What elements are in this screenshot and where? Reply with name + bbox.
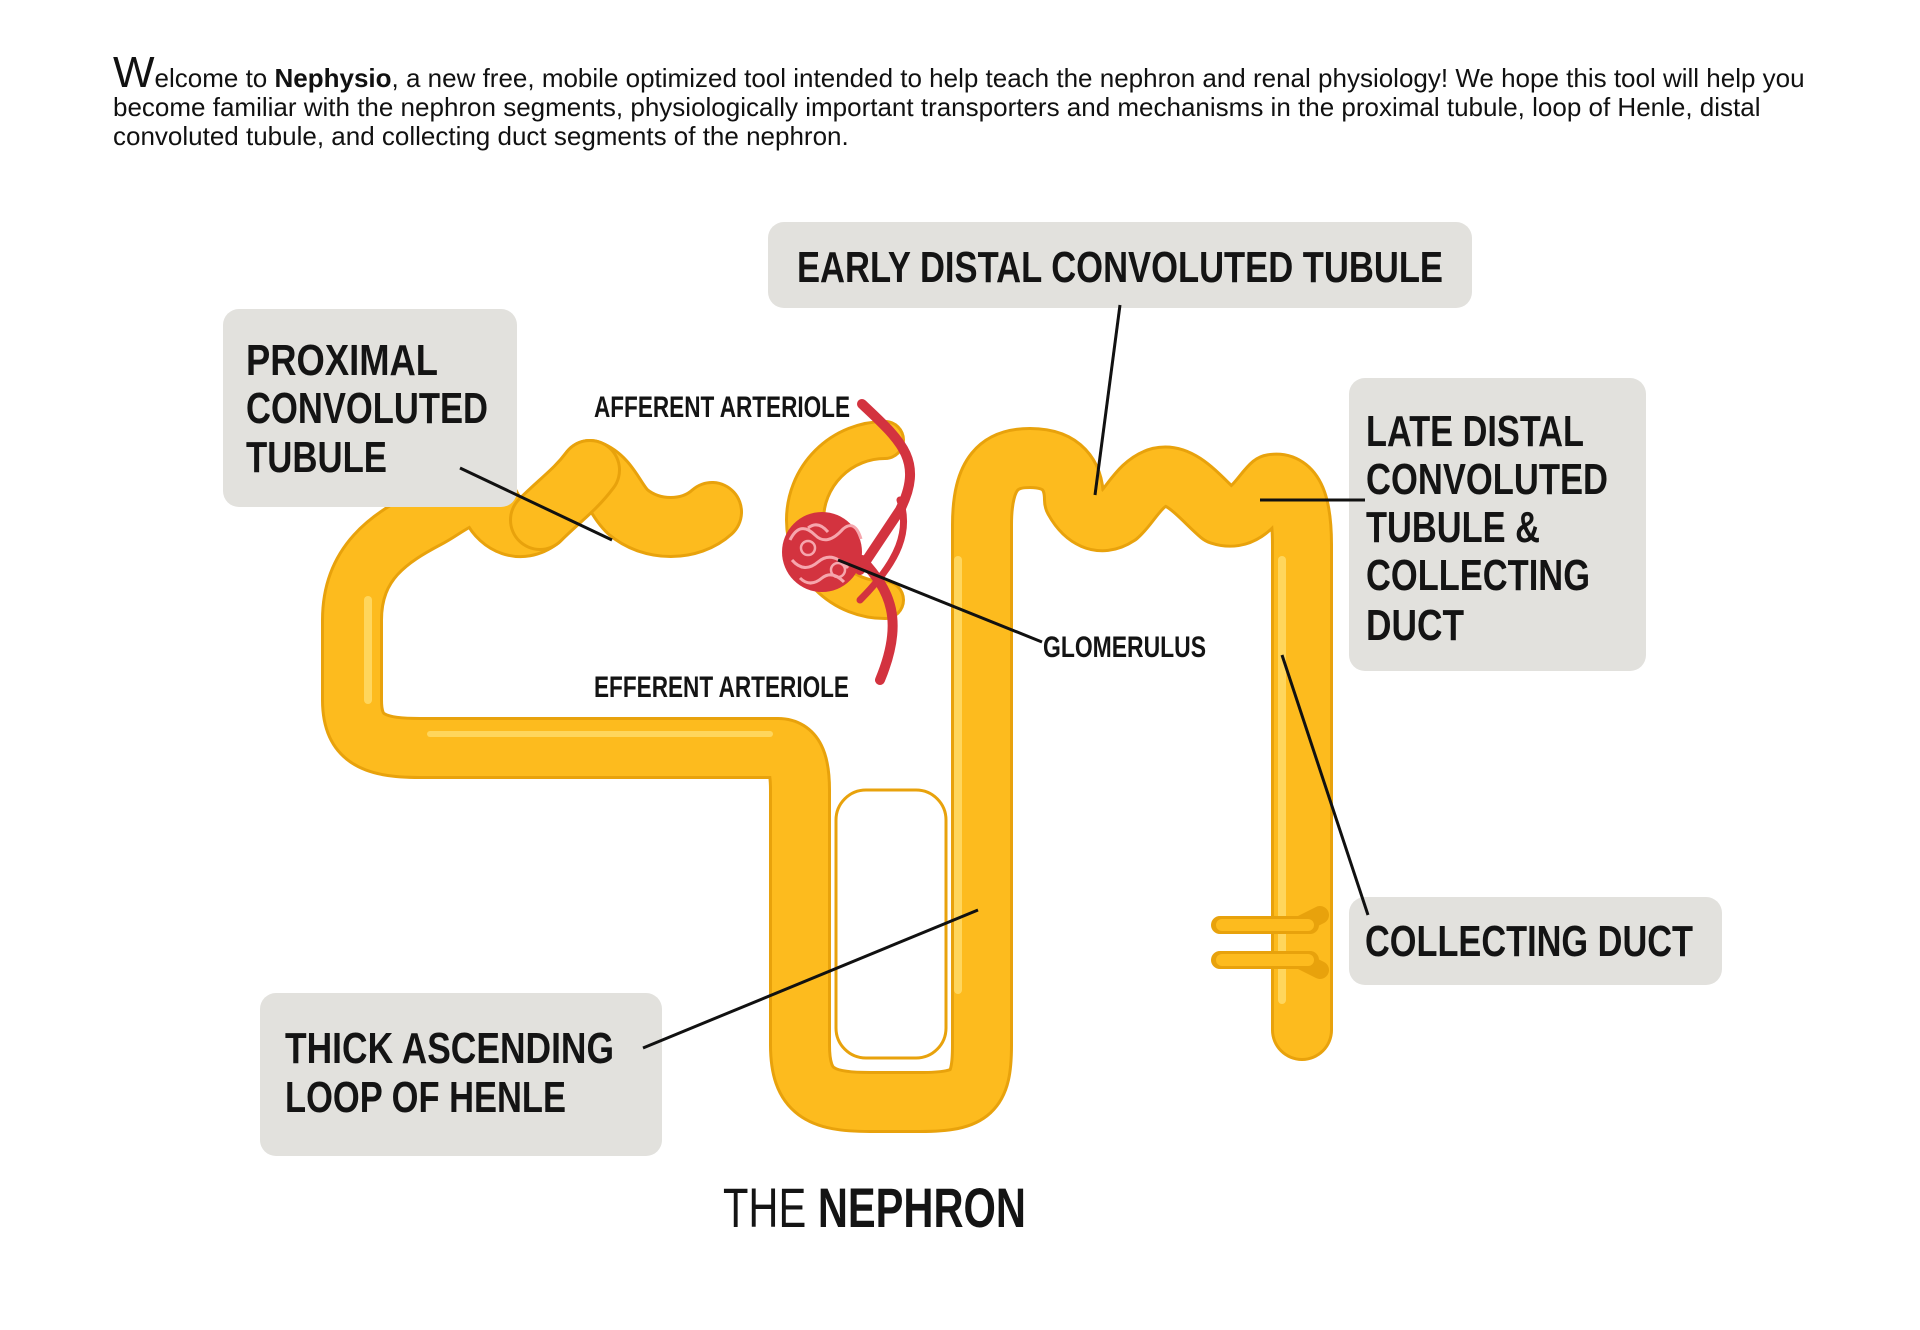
diagram-title-bold: NEPHRON <box>818 1176 1026 1239</box>
collecting-duct-label: COLLECTING DUCT <box>1365 917 1693 966</box>
pct-label-line-1: PROXIMAL <box>246 336 438 385</box>
pct-label-box <box>223 309 517 507</box>
intro-brand-name: Nephysio <box>274 63 392 93</box>
intro-lead-letter: W <box>113 48 155 97</box>
arterioles <box>855 399 915 685</box>
late-dct-label-line-4: COLLECTING <box>1366 551 1590 600</box>
intro-lead-rest: elcome to <box>154 63 275 93</box>
efferent-arteriole-label: EFFERENT ARTERIOLE <box>594 671 849 704</box>
early-dct-label: EARLY DISTAL CONVOLUTED TUBULE <box>797 243 1443 292</box>
late-dct-label-line-5: DUCT <box>1366 601 1464 650</box>
late-dct-label-line-2: CONVOLUTED <box>1366 455 1608 504</box>
leader-lines <box>459 304 1370 1050</box>
diagram-title-light: THE <box>723 1176 818 1239</box>
pct-label-line-2: CONVOLUTED <box>246 384 488 433</box>
thick-ascending-label-line-2: LOOP OF HENLE <box>285 1073 566 1122</box>
intro-body: , a new free, mobile optimized tool inte… <box>113 63 1805 151</box>
early-dct-label-box <box>768 222 1472 308</box>
glomerulus-label: GLOMERULUS <box>1043 631 1206 664</box>
thick-ascending-label-line-1: THICK ASCENDING <box>285 1024 614 1073</box>
afferent-arteriole-label: AFFERENT ARTERIOLE <box>594 391 850 424</box>
pct-label-line-3: TUBULE <box>246 433 387 482</box>
late-dct-label-line-1: LATE DISTAL <box>1366 407 1584 456</box>
diagram-title: THE NEPHRON <box>723 1176 1026 1239</box>
late-dct-label-line-3: TUBULE & <box>1366 503 1540 552</box>
thick-ascending-label-box <box>260 993 662 1156</box>
intro-paragraph: Welcome to Nephysio, a new free, mobile … <box>113 51 1873 151</box>
collecting-duct-label-box <box>1349 897 1722 985</box>
late-dct-label-box <box>1349 378 1646 671</box>
glomerulus <box>782 512 863 592</box>
